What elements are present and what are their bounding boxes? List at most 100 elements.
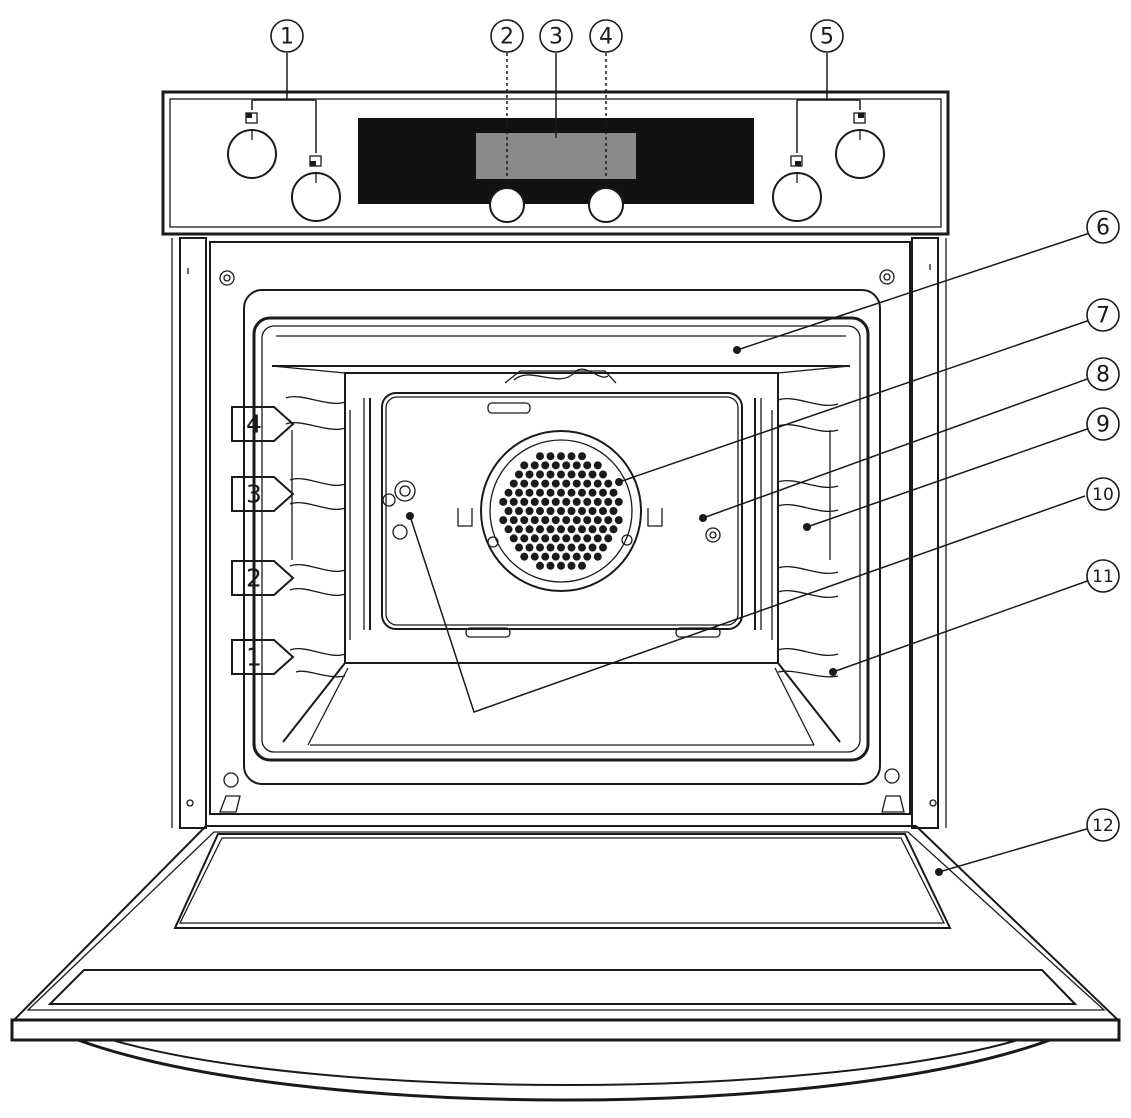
shelf-level-1: 1 [231, 639, 295, 675]
fan-hole [604, 479, 613, 488]
shelf-level-2: 2 [231, 560, 295, 596]
svg-text:9: 9 [1096, 413, 1110, 438]
fan-hole [588, 525, 597, 534]
svg-text:7: 7 [1096, 304, 1110, 329]
svg-text:6: 6 [1096, 216, 1110, 241]
fan-hole [541, 552, 550, 561]
callout-8: 8 [1086, 357, 1120, 391]
svg-text:11: 11 [1092, 567, 1114, 587]
fan-hole [578, 488, 586, 497]
fan-hole [614, 516, 623, 525]
fan-hole [567, 543, 576, 552]
fan-hole [572, 479, 581, 488]
fan-hole [599, 470, 607, 479]
callout-1: 1 [270, 19, 304, 53]
fan-hole [583, 479, 592, 488]
fan-hole [515, 470, 523, 479]
fan-hole [541, 516, 550, 525]
fan-hole [504, 507, 513, 515]
fan-hole [551, 461, 560, 470]
fan-hole [536, 507, 544, 515]
svg-text:8: 8 [1096, 363, 1110, 388]
fan-hole [583, 497, 592, 506]
fan-hole [572, 552, 581, 561]
callout-11: 11 [1086, 559, 1120, 593]
fan-hole [530, 497, 539, 506]
fan-hole [593, 461, 602, 470]
svg-text:2: 2 [246, 564, 262, 593]
fan-hole [520, 461, 529, 470]
svg-text:3: 3 [246, 480, 262, 509]
fan-hole [578, 470, 586, 479]
fan-hole [593, 552, 602, 561]
fan-hole [515, 543, 523, 552]
fan-hole [562, 479, 571, 488]
fan-hole [546, 488, 555, 497]
fan-hole [536, 543, 544, 552]
fan-hole [551, 552, 560, 561]
fan-hole [604, 497, 613, 506]
door-handle [77, 1038, 1051, 1102]
fan-hole [593, 479, 602, 488]
fan-hole [562, 461, 571, 470]
shelf-level-markers: 4 3 2 1 [231, 406, 295, 675]
callout-10: 10 [1086, 477, 1120, 511]
fan-hole [567, 507, 576, 515]
fan-hole [520, 516, 529, 525]
fan-hole [536, 470, 544, 479]
fan-hole [541, 461, 550, 470]
svg-text:12: 12 [1092, 816, 1114, 836]
fan-hole [593, 534, 602, 543]
fan-hole [583, 516, 592, 525]
oven-door [10, 825, 1121, 1102]
fan-hole [525, 488, 534, 497]
leader-lines [251, 53, 1091, 876]
fan-hole [599, 525, 607, 534]
fan-hole [546, 507, 555, 515]
svg-text:1: 1 [246, 643, 262, 672]
fan-hole [599, 488, 607, 497]
fan-hole [546, 525, 555, 534]
fan-hole [525, 543, 534, 552]
fan-hole [551, 497, 560, 506]
fan-hole [499, 497, 508, 506]
display-window [476, 133, 636, 179]
fan-hole [541, 534, 550, 543]
callout-6: 6 [1086, 210, 1120, 244]
fan-hole [530, 552, 539, 561]
fan-hole [588, 488, 597, 497]
fan-hole [572, 497, 581, 506]
fan-hole [562, 534, 571, 543]
setting-knob [588, 187, 624, 223]
fan-hole [572, 516, 581, 525]
fan-hole [578, 543, 586, 552]
svg-text:4: 4 [246, 410, 262, 439]
fan-hole [567, 452, 576, 461]
fan-hole [530, 534, 539, 543]
fan-hole [572, 461, 581, 470]
side-racks-right [771, 398, 839, 678]
callout-9: 9 [1086, 407, 1120, 441]
fan-hole [546, 452, 555, 461]
fan-hole [525, 525, 534, 534]
fan-hole [504, 488, 513, 497]
fan-hole [609, 488, 618, 497]
callout-5: 5 [810, 19, 844, 53]
fan-hole [583, 552, 592, 561]
svg-text:3: 3 [549, 25, 563, 50]
fan-hole [562, 516, 571, 525]
fan-hole [609, 507, 618, 515]
fan-hole [583, 534, 592, 543]
fan-hole [536, 488, 544, 497]
svg-text:5: 5 [820, 25, 834, 50]
callout-4: 4 [589, 19, 623, 53]
fan-hole [530, 516, 539, 525]
fan-hole [520, 479, 529, 488]
fan-hole [567, 488, 576, 497]
fan-hole [578, 507, 586, 515]
shelf-level-4: 4 [231, 406, 295, 442]
fan-hole [557, 470, 565, 479]
fan-hole [557, 561, 565, 570]
fan-hole [557, 543, 565, 552]
fan-hole [604, 534, 613, 543]
